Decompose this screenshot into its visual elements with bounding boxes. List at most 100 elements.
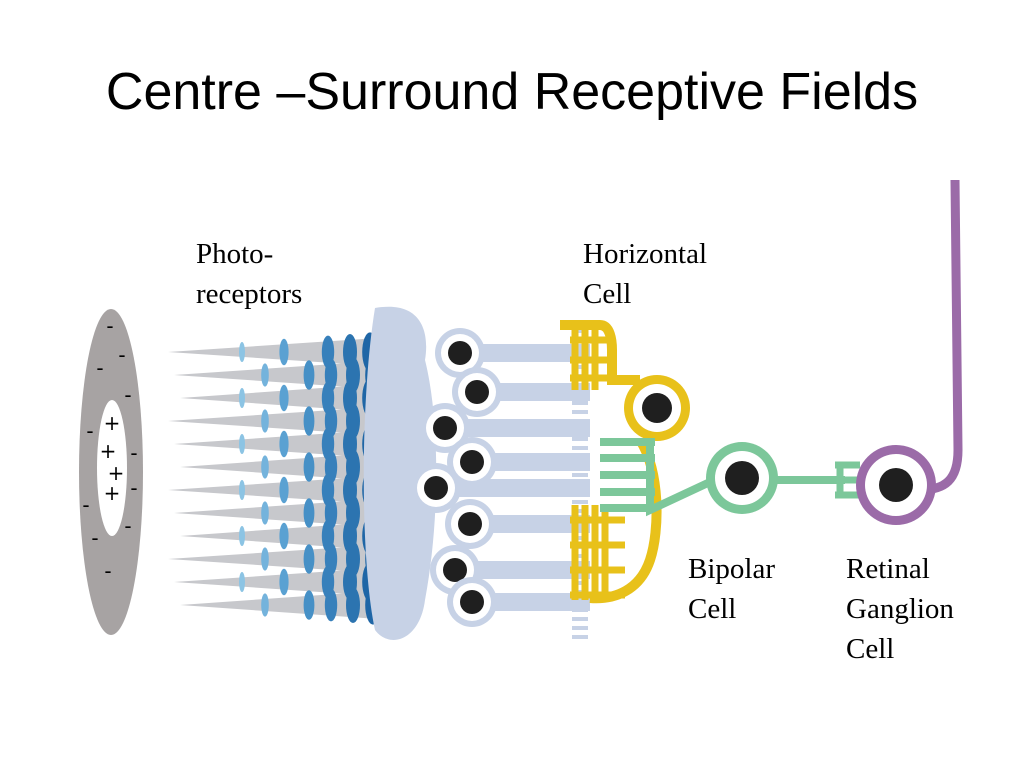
photoreceptor-segment [239,434,245,454]
surround-sign: - [82,493,89,517]
label-horizontal-cell: Horizontal Cell [583,234,707,314]
synaptic-terminal [572,401,588,405]
synaptic-terminal [572,509,588,513]
photoreceptor-segment [279,430,289,458]
centre-sign: + [108,461,125,485]
surround-sign: - [130,476,137,500]
bipolar-dendrites [600,438,712,517]
label-photoreceptors-line1: Photo- [196,238,274,270]
bipolar-cell-nucleus [725,461,759,495]
photoreceptor-segment [303,406,315,436]
synaptic-terminal [572,419,588,423]
photoreceptor-segment [303,360,315,390]
surround-sign: - [124,383,131,407]
synaptic-terminal [572,563,588,567]
label-ganglion-cell-line1: Retinal [846,553,930,585]
horizontal-dendrites-lower [570,505,625,600]
ganglion-cell [856,179,963,525]
surround-sign: - [91,526,98,550]
label-ganglion-cell-line3: Cell [846,633,895,665]
synaptic-terminal [572,428,588,432]
surround-sign: - [106,314,113,338]
photoreceptor-segment [261,593,269,617]
centre-region [97,400,127,536]
synaptic-terminal [572,617,588,621]
synaptic-terminal [572,365,588,369]
surround-sign: - [104,559,111,583]
label-bipolar-cell-line1: Bipolar [688,553,775,585]
synaptic-terminal [572,455,588,459]
photoreceptor-segment [279,522,289,550]
surround-sign: - [124,514,131,538]
outer-layer-body [363,306,437,640]
bipolar-cell [600,438,860,517]
synaptic-terminal [572,329,588,333]
cell-nucleus [460,590,484,614]
outer-nuclear-layer [363,306,590,640]
synaptic-terminal [572,473,588,477]
horizontal-dendrites-upper [570,322,612,390]
synaptic-terminal [572,347,588,351]
photoreceptor-segment [303,498,315,528]
synaptic-terminal [572,581,588,585]
label-photoreceptors: Photo- receptors [196,234,302,314]
synaptic-terminal [572,410,588,414]
photoreceptor-segment [279,476,289,504]
ganglion-axon [919,179,963,495]
photoreceptor-segment [346,587,360,623]
synaptic-terminal [572,635,588,639]
synaptic-terminal [572,572,588,576]
bipolar-terminals [835,461,860,499]
synaptic-terminal [572,491,588,495]
cell-nucleus [433,416,457,440]
photoreceptor-segment [239,526,245,546]
synaptic-terminal [572,500,588,504]
photoreceptor-segment [239,388,245,408]
label-bipolar-cell-line2: Cell [688,593,737,625]
surround-sign: - [130,441,137,465]
cell-nucleus [465,380,489,404]
surround-sign: - [86,419,93,443]
receptive-field: ----------- ++++ [79,309,143,635]
centre-sign: + [104,411,121,435]
surround-sign: - [118,343,125,367]
label-ganglion-cell-line2: Ganglion [846,593,954,625]
centre-signs: ++++ [100,411,125,505]
photoreceptor-segment [279,338,289,366]
photoreceptor-cell-bodies [411,320,590,639]
ganglion-cell-nucleus [879,468,913,502]
synaptic-terminal [572,392,588,396]
synaptic-terminal [572,527,588,531]
label-bipolar-cell: Bipolar Cell [688,549,775,629]
cell-nucleus [424,476,448,500]
photoreceptor-segment [261,547,269,571]
slide-title: Centre –Surround Receptive Fields [105,63,919,121]
photoreceptor-segment [303,590,315,620]
synaptic-terminal [572,437,588,441]
surround-signs: ----------- [82,314,137,583]
photoreceptor-segment [239,342,245,362]
cell-nucleus [448,341,472,365]
cell-nucleus [460,450,484,474]
photoreceptor-segment [261,409,269,433]
photoreceptor-segment [303,544,315,574]
synaptic-terminal [572,482,588,486]
photoreceptor-segment [261,455,269,479]
synaptic-terminal [572,536,588,540]
cell-nucleus [458,512,482,536]
label-photoreceptors-line2: receptors [196,278,303,310]
photoreceptor-segment [279,384,289,412]
centre-sign: + [104,481,121,505]
synaptic-terminal [572,599,588,603]
photoreceptor-segment [279,568,289,596]
label-ganglion-cell: Retinal Ganglion Cell [846,549,954,669]
horizontal-cell-nucleus [642,393,672,423]
synaptic-terminal [572,626,588,630]
cell-nucleus [443,558,467,582]
surround-sign: - [96,356,103,380]
synaptic-terminal [572,554,588,558]
photoreceptor-segment [324,588,338,622]
photoreceptor-segment [261,363,269,387]
